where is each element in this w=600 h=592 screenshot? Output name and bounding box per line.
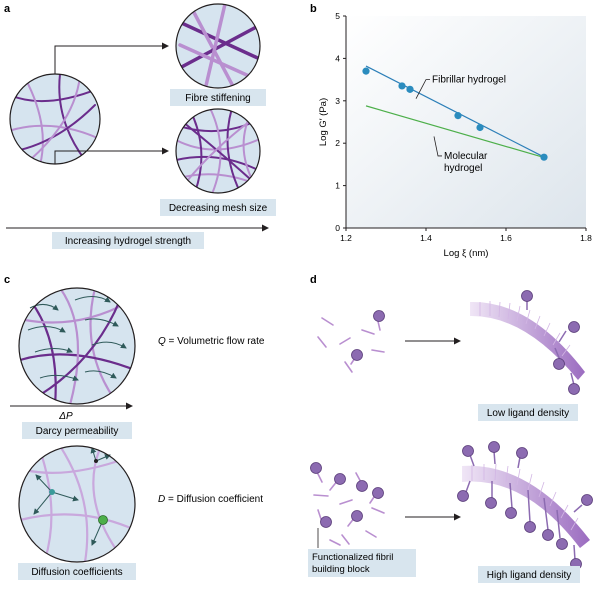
data-point [540, 153, 548, 161]
x-tick-label: 1.2 [340, 233, 352, 243]
building-block-label-box [308, 549, 416, 577]
low-density-label-box [478, 404, 578, 421]
ligand-bead [351, 349, 363, 361]
hydrogel-circle-stiffened [175, 3, 261, 89]
data-point [362, 67, 370, 75]
building-block-label-line2: building block [312, 564, 370, 575]
panel-label-c: c [4, 274, 10, 286]
strength-label-box [52, 232, 204, 249]
series-line-fibrillar [365, 65, 547, 159]
pressure-label: ΔP [58, 411, 73, 422]
hydrogel-circle-dense [175, 108, 261, 194]
flow-rate-definition: Q = Volumetric flow rate [158, 336, 265, 347]
high-density-label-box [478, 566, 580, 583]
free-building-blocks-high [310, 462, 385, 546]
panel-label-b: b [310, 3, 317, 15]
ligand-bead [568, 321, 580, 333]
x-tick-label: 1.8 [580, 233, 592, 243]
ligand-bead [553, 358, 565, 370]
high-density-label: High ligand density [487, 570, 572, 581]
fibril-high-density [457, 441, 593, 570]
y-tick-label: 2 [335, 138, 340, 148]
mesh-size-label: Decreasing mesh size [169, 203, 268, 214]
diffusion-coefficient-definition: D = Diffusion coefficient [158, 494, 263, 505]
darcy-label: Darcy permeability [36, 426, 119, 437]
x-tick-label: 1.4 [420, 233, 432, 243]
fibril-low-density [470, 290, 585, 395]
molecular-series-label-line1: Molecular [444, 151, 488, 162]
panel-label-d: d [310, 274, 317, 286]
hydrogel-circle-initial [9, 73, 101, 165]
ligand-bead [568, 383, 580, 395]
low-density-label: Low ligand density [487, 408, 569, 419]
ligand-bead [521, 290, 533, 302]
panel-label-a: a [4, 3, 11, 15]
darcy-circle [18, 287, 136, 405]
fibrillar-series-label: Fibrillar hydrogel [432, 75, 506, 86]
y-tick-label: 0 [335, 223, 340, 233]
strength-label: Increasing hydrogel strength [65, 236, 191, 247]
y-tick-label: 5 [335, 11, 340, 21]
darcy-label-box [22, 422, 132, 439]
y-axis-label: Log G′ (Pa) [318, 98, 329, 146]
fibrillar-leader [415, 79, 430, 99]
mesh-size-label-box [160, 199, 276, 216]
fibre-stiffening-label: Fibre stiffening [185, 93, 250, 104]
diffusion-label: Diffusion coefficients [31, 567, 122, 578]
data-point [476, 123, 484, 132]
molecular-leader [433, 136, 442, 157]
data-point [398, 82, 406, 90]
x-axis-label: Log ξ (nm) [444, 248, 489, 259]
y-tick-label: 1 [335, 181, 340, 191]
fibre-stiffening-label-box [170, 89, 266, 106]
arrow-to-stiffening [54, 42, 169, 74]
y-tick-label: 3 [335, 96, 340, 106]
building-block-label-line1: Functionalized fibril [312, 552, 393, 563]
series-line-molecular [365, 105, 547, 159]
data-point [406, 85, 414, 93]
diffusion-label-box [18, 563, 136, 580]
y-tick-label: 4 [335, 53, 340, 63]
ligand-bead [373, 310, 385, 322]
plot-area [346, 16, 586, 228]
arrow-to-mesh [54, 147, 169, 164]
data-point [454, 112, 462, 120]
molecular-series-label-line2: hydrogel [444, 163, 482, 174]
diffusion-circle [18, 445, 136, 563]
free-building-blocks-low [317, 316, 385, 373]
x-tick-label: 1.6 [500, 233, 512, 243]
